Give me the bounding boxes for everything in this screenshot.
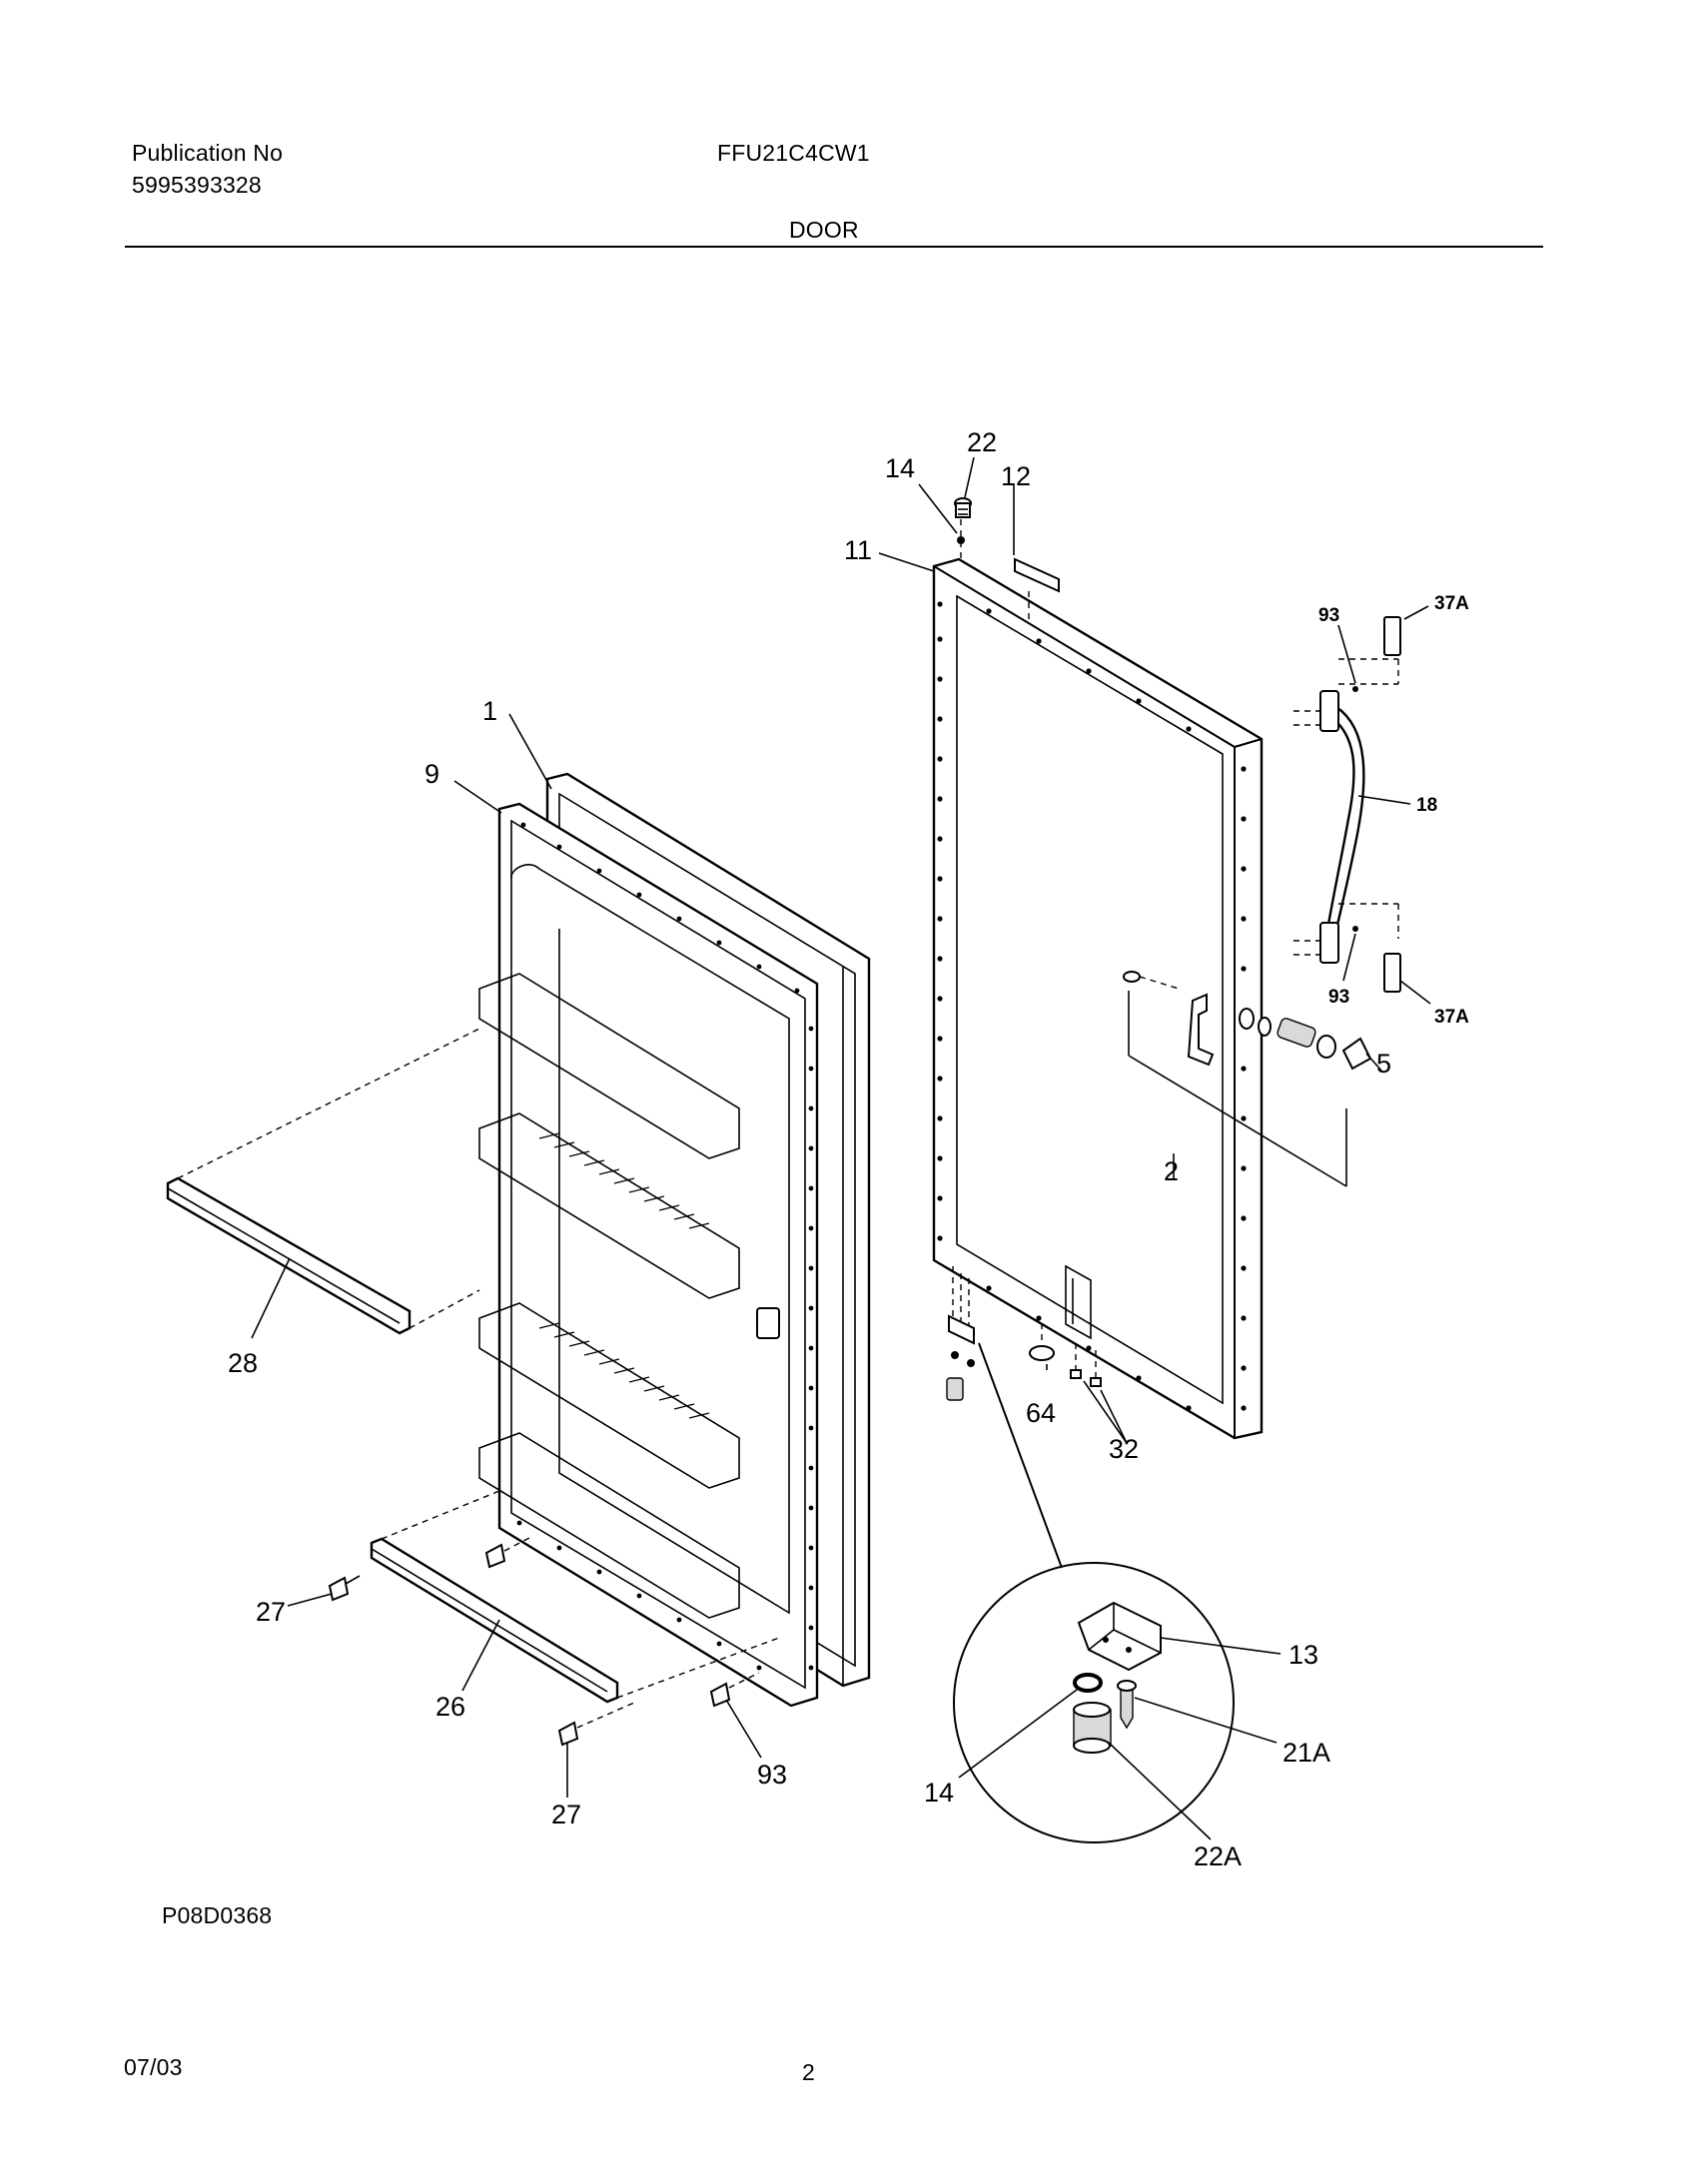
callout-18: 18 [1416,795,1437,816]
bottom-rail-26 [370,1490,780,1704]
handle-assembly [1293,605,1431,1005]
callout-1: 1 [482,696,497,726]
liner-shelves [478,973,780,1619]
top-hinge-screw [878,456,975,572]
callout-13: 13 [1288,1640,1318,1670]
callout-26: 26 [435,1692,465,1722]
inner-door-liner [478,802,819,1708]
outer-door-panel [932,557,1264,1440]
publication-number: 5995393328 [132,172,262,198]
label-12 [1014,557,1060,593]
screws-bottom [287,1537,762,1798]
shelf-ribs [538,1132,710,1419]
callout-64: 64 [1026,1398,1056,1428]
callout-32: 32 [1109,1434,1139,1464]
publication-label: Publication No [132,140,284,166]
callout-93-bottom: 93 [757,1760,787,1790]
callout-37A-bottom: 37A [1434,1007,1469,1028]
callout-14-top: 14 [885,453,915,483]
callout-11: 11 [844,535,872,565]
leader-1 [508,713,552,790]
callout-12: 12 [1001,461,1031,491]
panel-screw-holes [937,601,1247,1411]
section-title: DOOR [789,217,859,243]
callout-9: 9 [425,759,439,789]
callout-27-left: 27 [256,1597,286,1627]
liner-screw-holes [516,822,814,1671]
callout-28: 28 [228,1348,258,1378]
model-number: FFU21C4CW1 [717,140,870,166]
hinge-detail-circle [953,1562,1281,1843]
revision-date: 07/03 [124,2054,183,2080]
page-number: 2 [802,2059,815,2085]
callout-14-detail: 14 [924,1778,954,1808]
callout-21A: 21A [1282,1738,1330,1768]
callout-93-handle-top: 93 [1318,605,1339,626]
header-rule [125,246,1543,248]
callout-22: 22 [967,427,997,457]
callout-5: 5 [1376,1049,1391,1079]
lock-assembly [1123,971,1382,1187]
leader-9 [453,780,502,814]
drawing-code: P08D0368 [162,1902,273,1928]
callout-22A: 22A [1194,1841,1242,1871]
shelf-rail-28 [166,1028,480,1339]
callout-93-handle-bottom: 93 [1328,987,1349,1008]
callout-27-bottom: 27 [551,1800,581,1829]
callout-2: 2 [1164,1156,1179,1186]
bottom-hinge-parts [946,1266,1128,1569]
callout-37A-top: 37A [1434,593,1469,614]
